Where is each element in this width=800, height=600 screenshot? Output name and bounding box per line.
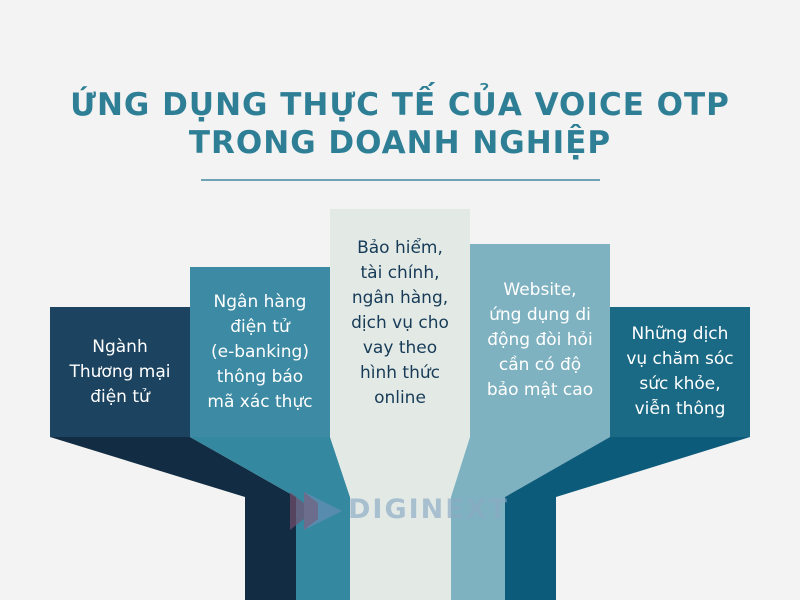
application-label: Ngành Thương mại điện tử [69, 336, 171, 407]
play-arrow-icon [290, 492, 342, 530]
application-box-ebanking: Ngân hàng điện tử (e-banking) thông báo … [190, 267, 330, 437]
funnel-stem-1 [50, 437, 296, 600]
application-label: Bảo hiểm, tài chính, ngân hàng, dịch vụ … [351, 237, 449, 408]
application-label: Ngân hàng điện tử (e-banking) thông báo … [207, 291, 313, 412]
funnel-stem-2 [190, 437, 350, 600]
funnel-stem-4 [451, 437, 610, 600]
page-title: ỨNG DỤNG THỰC TẾ CỦA VOICE OTP TRONG DOA… [0, 86, 800, 162]
application-label: Những dịch vụ chăm sóc sức khỏe, viễn th… [626, 324, 734, 419]
title-line-2: TRONG DOANH NGHIỆP [188, 125, 612, 161]
funnel-stem-3 [330, 437, 470, 600]
application-box-ecommerce: Ngành Thương mại điện tử [50, 307, 190, 437]
application-box-web-mobile: Website, ứng dụng di động đòi hỏi cần có… [470, 244, 610, 437]
title-line-1: ỨNG DỤNG THỰC TẾ CỦA VOICE OTP [70, 87, 730, 123]
funnel-stem-5 [505, 437, 750, 600]
application-box-healthcare: Những dịch vụ chăm sóc sức khỏe, viễn th… [610, 307, 750, 437]
title-divider [201, 179, 600, 181]
diginext-logo: DIGINEXT [288, 488, 518, 534]
logo-text: DIGINEXT [348, 494, 509, 525]
application-label: Website, ứng dụng di động đòi hỏi cần có… [486, 280, 594, 400]
application-box-finance: Bảo hiểm, tài chính, ngân hàng, dịch vụ … [330, 209, 470, 437]
